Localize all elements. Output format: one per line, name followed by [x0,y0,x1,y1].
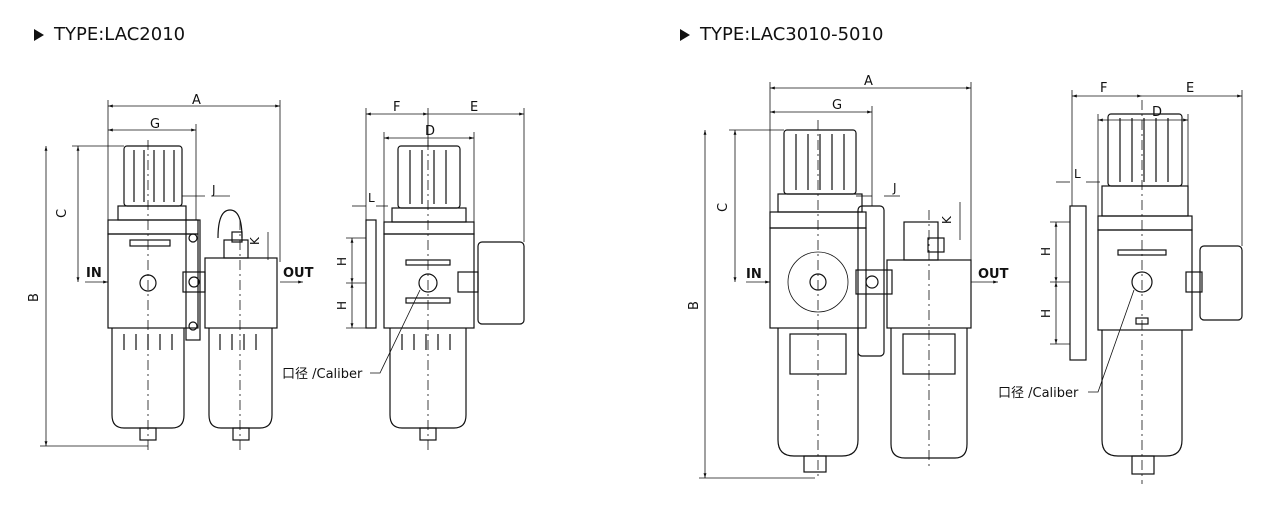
dim-L-left: L [368,191,375,205]
dim-D-left: D [425,124,435,139]
dim-H1-left: H [335,257,349,266]
dim-L-right: L [1074,167,1081,181]
wall-bracket [365,219,377,329]
dim-K-right: K [940,215,954,224]
dim-J-left: J [211,183,216,197]
dim-E-right: E [1186,81,1194,96]
arrow-right-icon [680,28,690,41]
caliber-label-left: 口径 /Caliber [282,367,363,382]
wall-bracket [1069,205,1087,361]
lac2010-front-view [107,140,278,450]
in-label-left: IN [86,266,102,281]
dim-H1-right: H [1039,247,1053,256]
pressure-gauge [477,241,525,325]
lac2010-side-view [365,140,525,450]
dim-E-left: E [470,100,478,115]
dim-H2-left: H [335,301,349,310]
dim-F-left: F [393,100,400,115]
dim-B-left: B [27,293,42,302]
arrow-right-icon [34,28,44,41]
type-label-left: TYPE:LAC2010 [54,24,186,45]
lubricator-body [204,257,278,329]
lac3010-front-view [769,120,972,480]
in-label-right: IN [746,267,762,282]
out-label-right: OUT [978,267,1009,282]
out-label-left: OUT [283,266,314,281]
dim-D-right: D [1152,105,1162,120]
type-label-right: TYPE:LAC3010-5010 [700,24,884,45]
lubricator-bowl [890,328,968,459]
dim-H2-right: H [1039,309,1053,318]
regulator-knob [123,145,183,207]
filter-regulator-body [107,233,199,329]
bracket-plate [857,205,885,357]
type-heading-right: TYPE:LAC3010-5010 [680,24,883,45]
dim-K-left: K [248,236,262,245]
dim-G-right: G [832,98,842,113]
dim-F-right: F [1100,81,1107,96]
caliber-label-right: 口径 /Caliber [998,386,1079,401]
dim-C-right: C [716,203,731,212]
lubricator-bowl [208,328,273,429]
dim-B-right: B [687,301,702,310]
dim-G-left: G [150,117,160,132]
type-heading-left: TYPE:LAC2010 [34,24,185,45]
dim-C-left: C [55,209,70,218]
dim-A-right: A [864,74,873,89]
dim-A-left: A [192,93,201,108]
lac3010-side-view [1069,100,1243,484]
pressure-gauge [1199,245,1243,321]
dim-J-right: J [892,181,897,195]
